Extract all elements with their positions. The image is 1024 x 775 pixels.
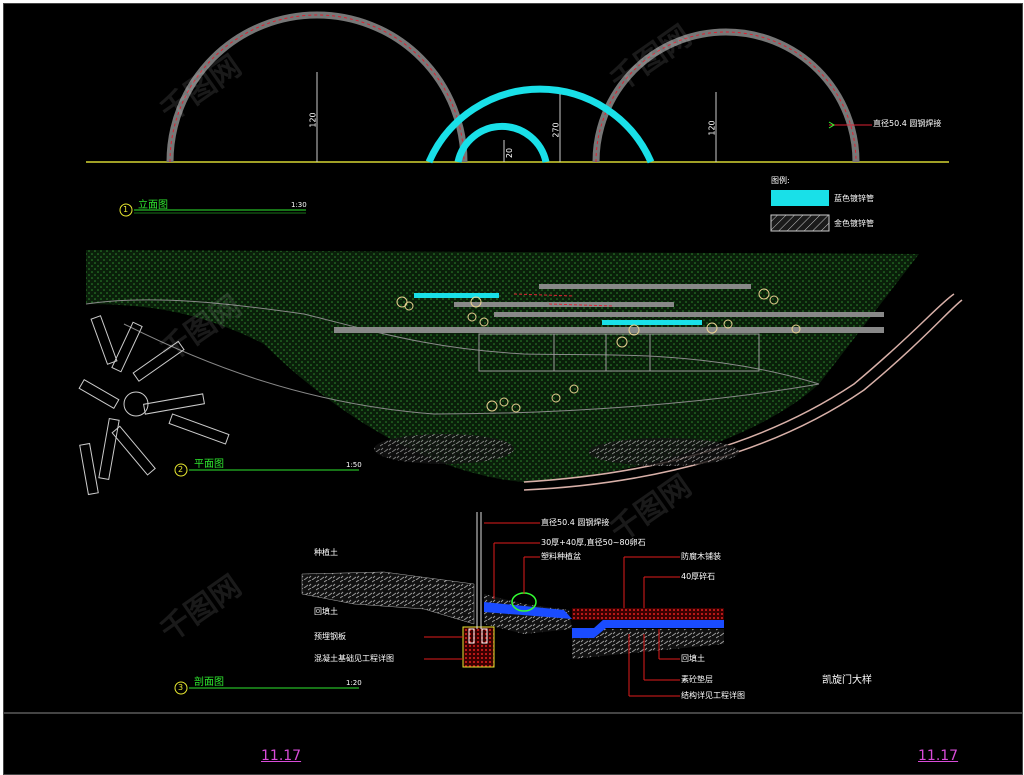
legend-item-grey: 金色镀锌管	[834, 219, 874, 228]
section-callout-4: 40厚碎石	[681, 572, 716, 581]
arch-blue-large	[425, 85, 655, 164]
section-right-3: 结构详见工程详图	[681, 691, 745, 700]
title-3-name: 剖面图	[194, 677, 224, 688]
arch-right	[592, 28, 860, 163]
detail-title: 凯旋门大样	[822, 675, 872, 686]
lawn-area	[86, 250, 919, 482]
plan-view	[78, 250, 963, 496]
title-1-name: 立面图	[138, 200, 168, 211]
bottom-right-label: 11.17	[918, 748, 959, 764]
section-left-3: 预埋钢板	[314, 632, 346, 641]
legend	[770, 190, 830, 232]
title-1-scale: 1:30	[291, 201, 307, 209]
section-right-2: 素砼垫层	[681, 675, 713, 684]
dim-mid: 270	[551, 122, 561, 138]
section-callout-2: 塑料种植盆	[541, 552, 581, 561]
concrete-footing	[462, 626, 495, 668]
dim-left: 120	[308, 112, 318, 128]
legend-title: 图例:	[771, 176, 790, 185]
section-right-1: 回填土	[681, 654, 705, 663]
pipe-grey-1	[334, 327, 884, 333]
title-2-number: 2	[178, 465, 184, 474]
section-callout-top: 直径50.4 圆钢焊接	[541, 518, 610, 527]
legend-swatch-blue	[771, 190, 829, 206]
arch-blue-small	[454, 122, 550, 163]
title-markers	[119, 203, 359, 695]
pipe-blue-1	[414, 293, 499, 298]
section-callout-1: 30厚+40厚,直径50~80卵石	[541, 538, 646, 547]
title-1-number: 1	[123, 205, 129, 214]
cad-canvas[interactable]: 120 270 20 120 直径50.4 圆钢焊接 图例: 蓝色镀锌管 金色镀…	[3, 3, 1023, 713]
title-3-scale: 1:20	[346, 679, 362, 687]
section-left-4: 混凝土基础见工程详图	[314, 654, 394, 663]
section-view	[301, 512, 724, 697]
elevation-view	[86, 11, 949, 164]
paving-layer	[572, 608, 724, 620]
section-left-1: 种植土	[314, 548, 338, 557]
title-3-number: 3	[178, 683, 184, 692]
cad-canvas-lower[interactable]: 11.17 11.17	[3, 713, 1023, 775]
legend-item-blue: 蓝色镀锌管	[834, 194, 874, 203]
pipe-blue-2	[602, 320, 702, 325]
section-callout-3: 防腐木铺装	[681, 552, 721, 561]
title-2-name: 平面图	[194, 459, 224, 470]
elevation-callout: 直径50.4 圆钢焊接	[873, 119, 942, 128]
legend-swatch-grey	[770, 214, 830, 232]
section-left-2: 回填土	[314, 607, 338, 616]
title-2-scale: 1:50	[346, 461, 362, 469]
bottom-left-label: 11.17	[261, 748, 302, 764]
dim-right: 120	[707, 120, 717, 136]
dim-small: 20	[505, 147, 515, 159]
